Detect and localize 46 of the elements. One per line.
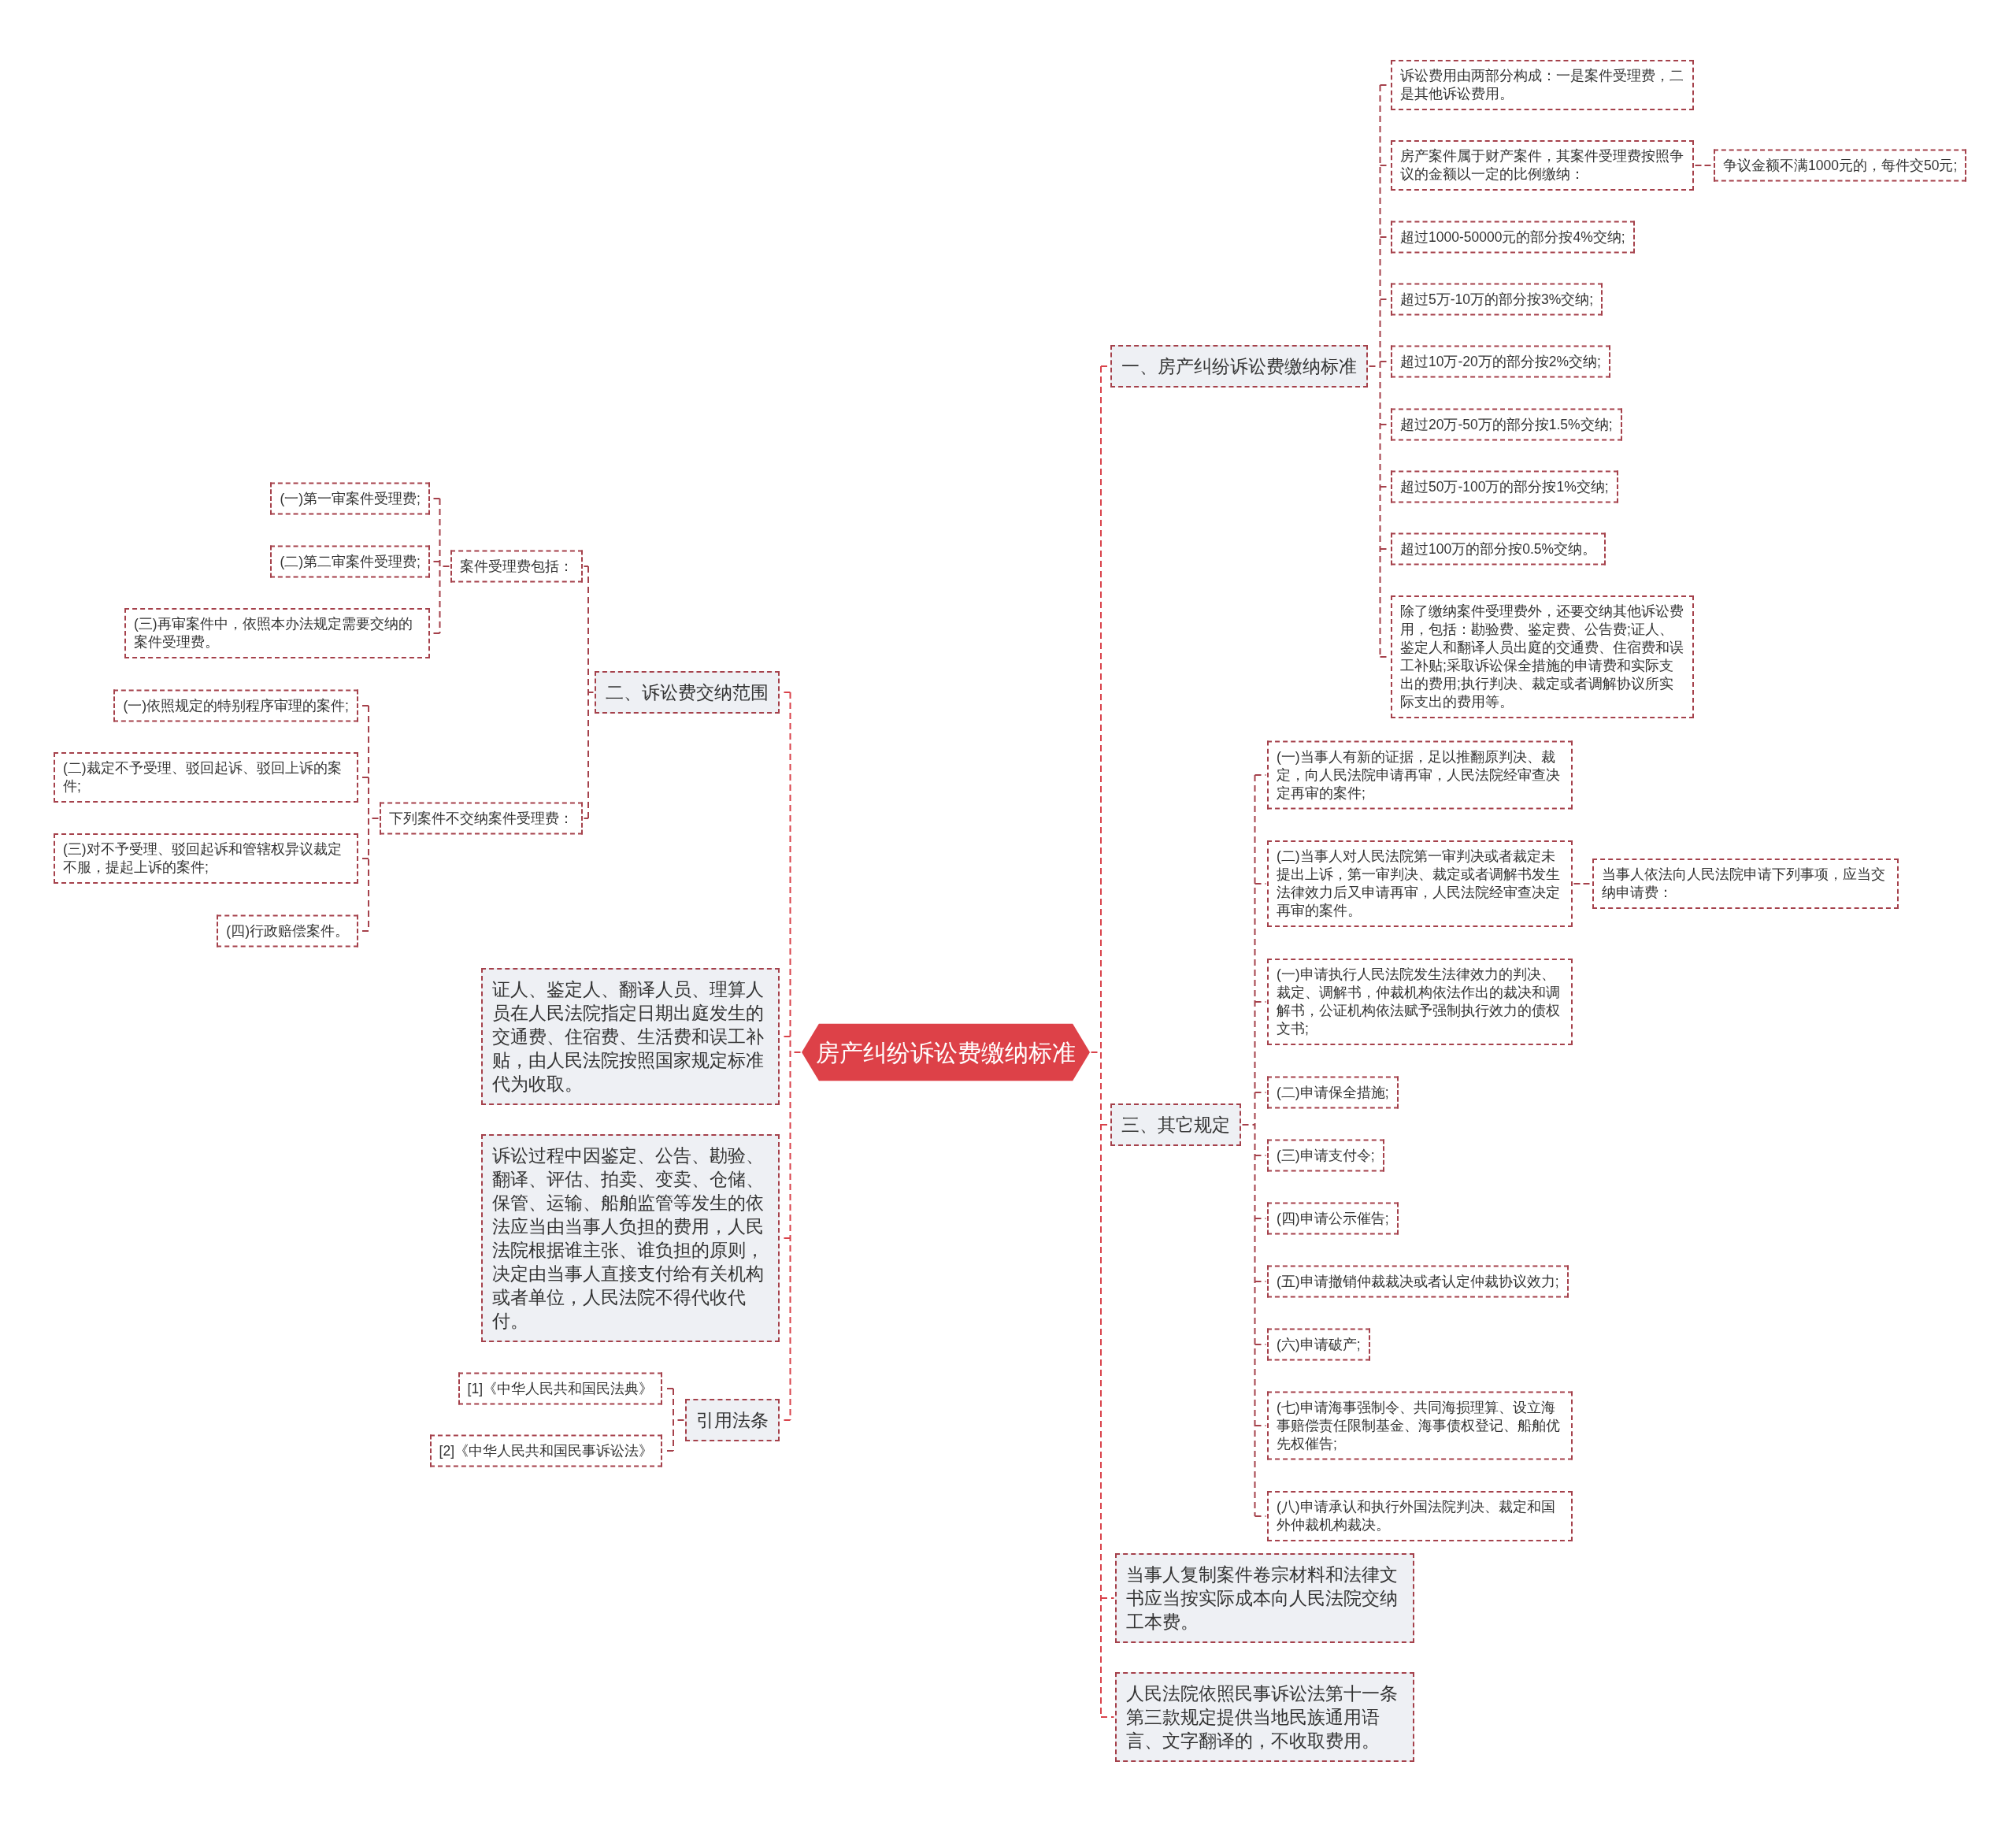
topic-box: 当事人复制案件卷宗材料和法律文书应当按实际成本向人民法院交纳工本费。 xyxy=(1115,1553,1414,1643)
central-topic: 房产纠纷诉讼费缴纳标准 xyxy=(802,1023,1090,1081)
subtopic-box: 除了缴纳案件受理费外，还要交纳其他诉讼费用，包括：勘验费、鉴定费、公告费;证人、鉴定人和翻译人员出庭的交通费、住宿费和误工补贴;采取诉讼保全措施的申请费和实际支出的费用;执行判决、裁定或者调解协议所实际支出的费用等。 xyxy=(1391,595,1694,718)
subtopic-box: (六)申请破产; xyxy=(1267,1328,1370,1361)
subtopic-box: (二)裁定不予受理、驳回起诉、驳回上诉的案件; xyxy=(54,752,358,803)
topic-box: 二、诉讼费交纳范围 xyxy=(595,671,780,714)
subtopic-box: (七)申请海事强制令、共同海损理算、设立海事赔偿责任限制基金、海事债权登记、船舶优先权催告; xyxy=(1267,1391,1573,1460)
connector-line xyxy=(1694,165,1714,166)
subtopic-box: 下列案件不交纳案件受理费： xyxy=(380,802,583,835)
subtopic-box: 超过100万的部分按0.5%交纳。 xyxy=(1391,532,1606,566)
topic-box: 一、房产纠纷诉讼费缴纳标准 xyxy=(1110,345,1368,388)
subtopic-box: 超过5万-10万的部分按3%交纳; xyxy=(1391,283,1603,316)
subtopic-box: 超过10万-20万的部分按2%交纳; xyxy=(1391,345,1610,378)
topic-box: 三、其它规定 xyxy=(1110,1103,1241,1146)
connector-line xyxy=(1241,774,1267,1517)
subtopic-box: (二)申请保全措施; xyxy=(1267,1076,1399,1109)
subtopic-box: (三)申请支付令; xyxy=(1267,1139,1384,1172)
topic-box: 证人、鉴定人、翻译人员、理算人员在人民法院指定日期出庭发生的交通费、住宿费、生活费和误工补贴，由人民法院按照国家规定标准代为收取。 xyxy=(481,968,780,1105)
topic-box: 引用法条 xyxy=(685,1399,780,1441)
subtopic-box: (八)申请承认和执行外国法院判决、裁定和国外仲裁机构裁决。 xyxy=(1267,1491,1573,1541)
connector-line xyxy=(583,566,595,819)
subtopic-box: [2]《中华人民共和国民事诉讼法》 xyxy=(429,1434,662,1467)
connector-line xyxy=(1090,365,1115,1718)
subtopic-box: (五)申请撤销仲裁裁决或者认定仲裁协议效力; xyxy=(1267,1265,1569,1298)
subtopic-box: (四)行政赔偿案件。 xyxy=(217,914,358,948)
subtopic-box: [1]《中华人民共和国民法典》 xyxy=(458,1372,662,1405)
subtopic-box: 超过50万-100万的部分按1%交纳; xyxy=(1391,470,1618,503)
subtopic-box: (三)再审案件中，依照本办法规定需要交纳的案件受理费。 xyxy=(124,608,430,658)
subtopic-box: (一)第一审案件受理费; xyxy=(270,482,430,515)
subtopic-box: 案件受理费包括： xyxy=(450,550,583,583)
subtopic-box: (一)依照规定的特别程序审理的案件; xyxy=(113,689,358,722)
topic-box: 诉讼过程中因鉴定、公告、勘验、翻译、评估、拍卖、变卖、仓储、保管、运输、船舶监管等发生的依法应当由当事人负担的费用，人民法院根据谁主张、谁负担的原则，决定由当事人直接支付给有关机构或者单位，人民法院不得代收代付。 xyxy=(481,1134,780,1342)
subtopic-box: (二)当事人对人民法院第一审判决或者裁定未提出上诉，第一审判决、裁定或者调解书发生法律效力后又申请再审，人民法院经审查决定再审的案件。 xyxy=(1267,840,1573,927)
subtopic-box: (三)对不予受理、驳回起诉和管辖权异议裁定不服，提起上诉的案件; xyxy=(54,833,358,884)
subtopic-box: (一)申请执行人民法院发生法律效力的判决、裁定、调解书，仲裁机构依法作出的裁决和调解书，公证机构依法赋予强制执行效力的债权文书; xyxy=(1267,959,1573,1045)
subtopic-box: 当事人依法向人民法院申请下列事项，应当交纳申请费： xyxy=(1592,859,1899,909)
subtopic-box: 房产案件属于财产案件，其案件受理费按照争议的金额以一定的比例缴纳： xyxy=(1391,140,1694,191)
subtopic-box: 超过20万-50万的部分按1.5%交纳; xyxy=(1391,408,1622,441)
topic-box: 人民法院依照民事诉讼法第十一条第三款规定提供当地民族通用语言、文字翻译的，不收取费用。 xyxy=(1115,1672,1414,1762)
subtopic-box: (一)当事人有新的证据，足以推翻原判决、裁定，向人民法院申请再审，人民法院经审查决定再审的案件; xyxy=(1267,740,1573,810)
subtopic-box: (二)第二审案件受理费; xyxy=(270,545,430,578)
subtopic-box: 诉讼费用由两部分构成：一是案件受理费，二是其他诉讼费用。 xyxy=(1391,60,1694,110)
subtopic-box: (四)申请公示催告; xyxy=(1267,1202,1399,1235)
subtopic-box: 超过1000-50000元的部分按4%交纳; xyxy=(1391,221,1635,254)
subtopic-box: 争议金额不满1000元的，每件交50元; xyxy=(1714,149,1967,182)
connector-line xyxy=(1573,883,1592,885)
